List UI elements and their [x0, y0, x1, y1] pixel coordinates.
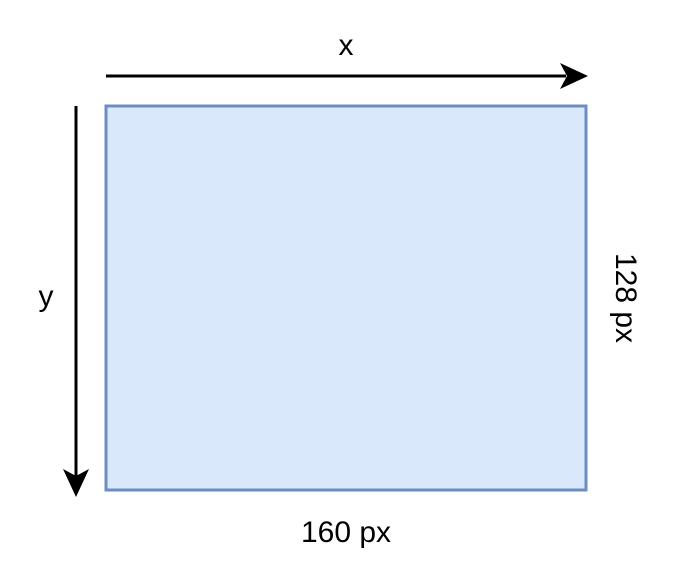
x-axis-arrow: [106, 63, 588, 89]
width-label: 160 px: [301, 516, 391, 549]
image-rectangle: [104, 104, 588, 492]
y-axis-arrowhead: [63, 469, 89, 497]
y-axis-label: y: [39, 280, 54, 313]
height-label: 128 px: [609, 253, 642, 343]
x-axis-arrowhead: [560, 63, 588, 89]
y-axis-arrow: [63, 106, 89, 497]
x-axis-label: x: [339, 29, 354, 62]
